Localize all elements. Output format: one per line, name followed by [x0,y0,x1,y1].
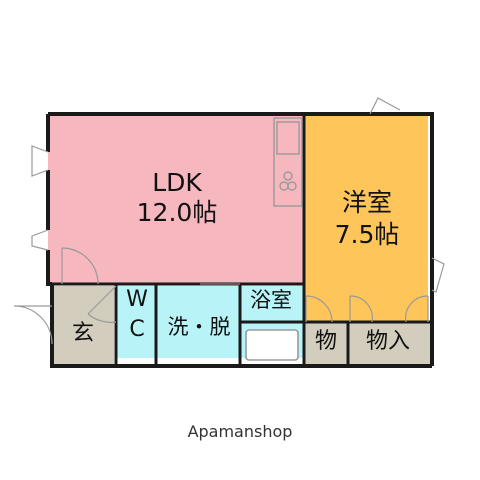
ldk-label: LDK [152,168,202,197]
closet-door-left [349,295,373,323]
west-window-top [31,145,49,177]
wc-label-c: C [129,317,145,342]
ldk-size-label: 12.0帖 [136,198,218,227]
western-room-label: 洋室 [341,188,392,217]
western-room-size-label: 7.5帖 [334,220,400,249]
closet-door-right [405,295,429,323]
entrance-door-swing [13,305,53,345]
entrance-area [52,286,114,366]
western-room [304,114,428,322]
east-window [431,257,445,293]
bathroom-label: 浴室 [250,288,292,312]
wc-door-swing [87,285,117,323]
storage-small-label: 物 [314,329,337,354]
wc-room [116,286,156,358]
kitchen-counter [273,117,303,207]
entrance-label: 玄 [71,321,94,346]
ldk-room [48,114,304,284]
washroom [156,286,240,358]
storage-closet-label: 物入 [365,329,410,354]
western-door-swing [305,295,333,323]
wc-label-w: W [126,287,148,312]
west-window-bottom [31,229,49,251]
north-window [369,97,401,115]
storage-closet [348,322,430,366]
washroom-label: 洗・脱 [167,315,231,339]
storage-small [304,322,348,366]
ldk-door-swing [61,247,99,285]
brand-footer: Apamanshop [187,422,293,441]
bathtub [245,329,299,361]
